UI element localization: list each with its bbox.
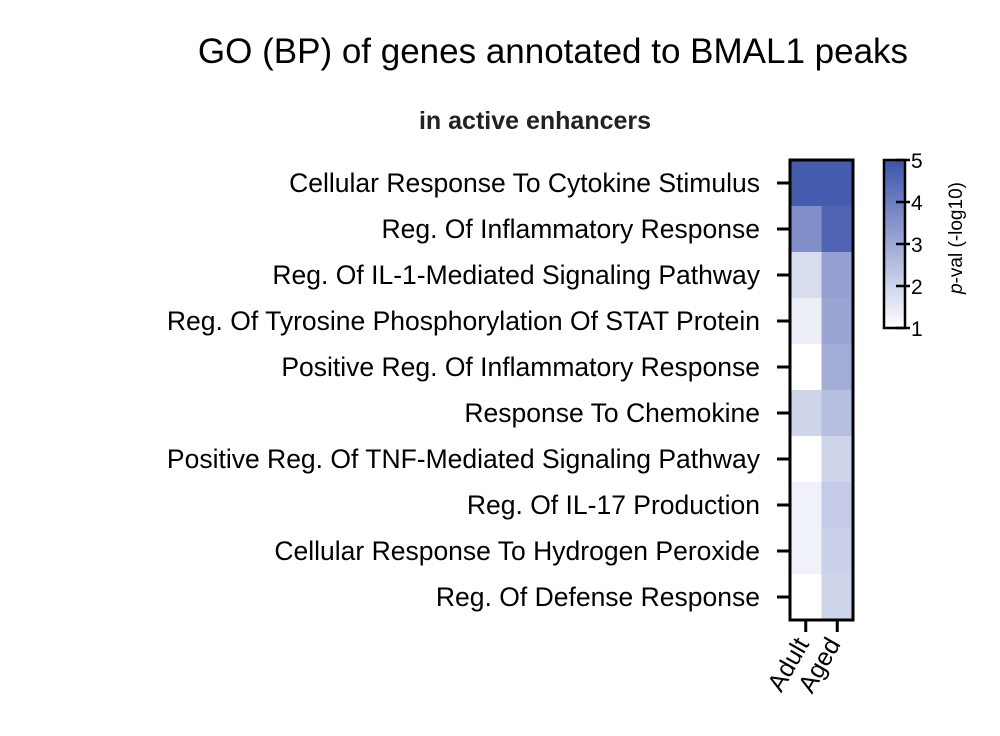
colorbar-tick-label: 4 <box>911 192 923 215</box>
heatmap-cell <box>790 298 822 345</box>
colorbar-title-rest: -val (-log10) <box>946 182 967 283</box>
heatmap-cell <box>821 390 854 437</box>
row-label: Cellular Response To Hydrogen Peroxide <box>274 536 760 566</box>
row-label: Positive Reg. Of Inflammatory Response <box>281 352 760 382</box>
heatmap-cell <box>790 528 822 575</box>
heatmap-cell <box>821 298 854 345</box>
heatmap-cells <box>790 160 854 621</box>
row-label: Reg. Of IL-17 Production <box>467 490 760 520</box>
heatmap-frame <box>788 158 855 622</box>
heatmap-cell <box>790 436 822 483</box>
colorbar-title: p-val (-log10) <box>946 182 967 295</box>
heatmap-cell <box>790 390 822 437</box>
heatmap-cell <box>790 482 822 529</box>
heatmap-cell <box>821 252 854 299</box>
row-label: Reg. Of IL-1-Mediated Signaling Pathway <box>272 260 760 290</box>
heatmap-cell <box>821 344 854 391</box>
heatmap-cell <box>790 160 822 207</box>
heatmap-cell <box>790 574 822 621</box>
row-label: Reg. Of Inflammatory Response <box>381 214 760 244</box>
column-ticks <box>804 620 839 632</box>
heatmap-cell <box>821 574 854 621</box>
heatmap-cell <box>790 344 822 391</box>
colorbar-tick-label: 1 <box>911 318 923 341</box>
heatmap-cell <box>821 206 854 253</box>
row-label: Reg. Of Defense Response <box>436 582 760 612</box>
row-labels: Cellular Response To Cytokine StimulusRe… <box>167 168 761 612</box>
colorbar-legend: 1 2 3 4 5 p-val (-log10) <box>882 150 967 341</box>
chart-title: GO (BP) of genes annotated to BMAL1 peak… <box>198 32 908 71</box>
heatmap-cell <box>821 528 854 575</box>
row-ticks <box>777 181 789 599</box>
heatmap-cell <box>821 436 854 483</box>
colorbar-ticks: 1 2 3 4 5 <box>896 150 923 341</box>
row-label: Cellular Response To Cytokine Stimulus <box>289 168 760 198</box>
row-label: Response To Chemokine <box>464 398 760 428</box>
heatmap-cell <box>821 482 854 529</box>
heatmap-cell <box>790 206 822 253</box>
colorbar-tick-label: 3 <box>911 234 923 257</box>
chart-subtitle: in active enhancers <box>419 107 651 135</box>
colorbar-title-italic: p <box>946 283 967 295</box>
heatmap-cell <box>821 160 854 207</box>
colorbar-tick-label: 5 <box>911 150 923 173</box>
row-label: Reg. Of Tyrosine Phosphorylation Of STAT… <box>167 306 760 336</box>
heatmap-cell <box>790 252 822 299</box>
colorbar-tick-label: 2 <box>911 276 923 299</box>
row-label: Positive Reg. Of TNF-Mediated Signaling … <box>167 444 761 474</box>
